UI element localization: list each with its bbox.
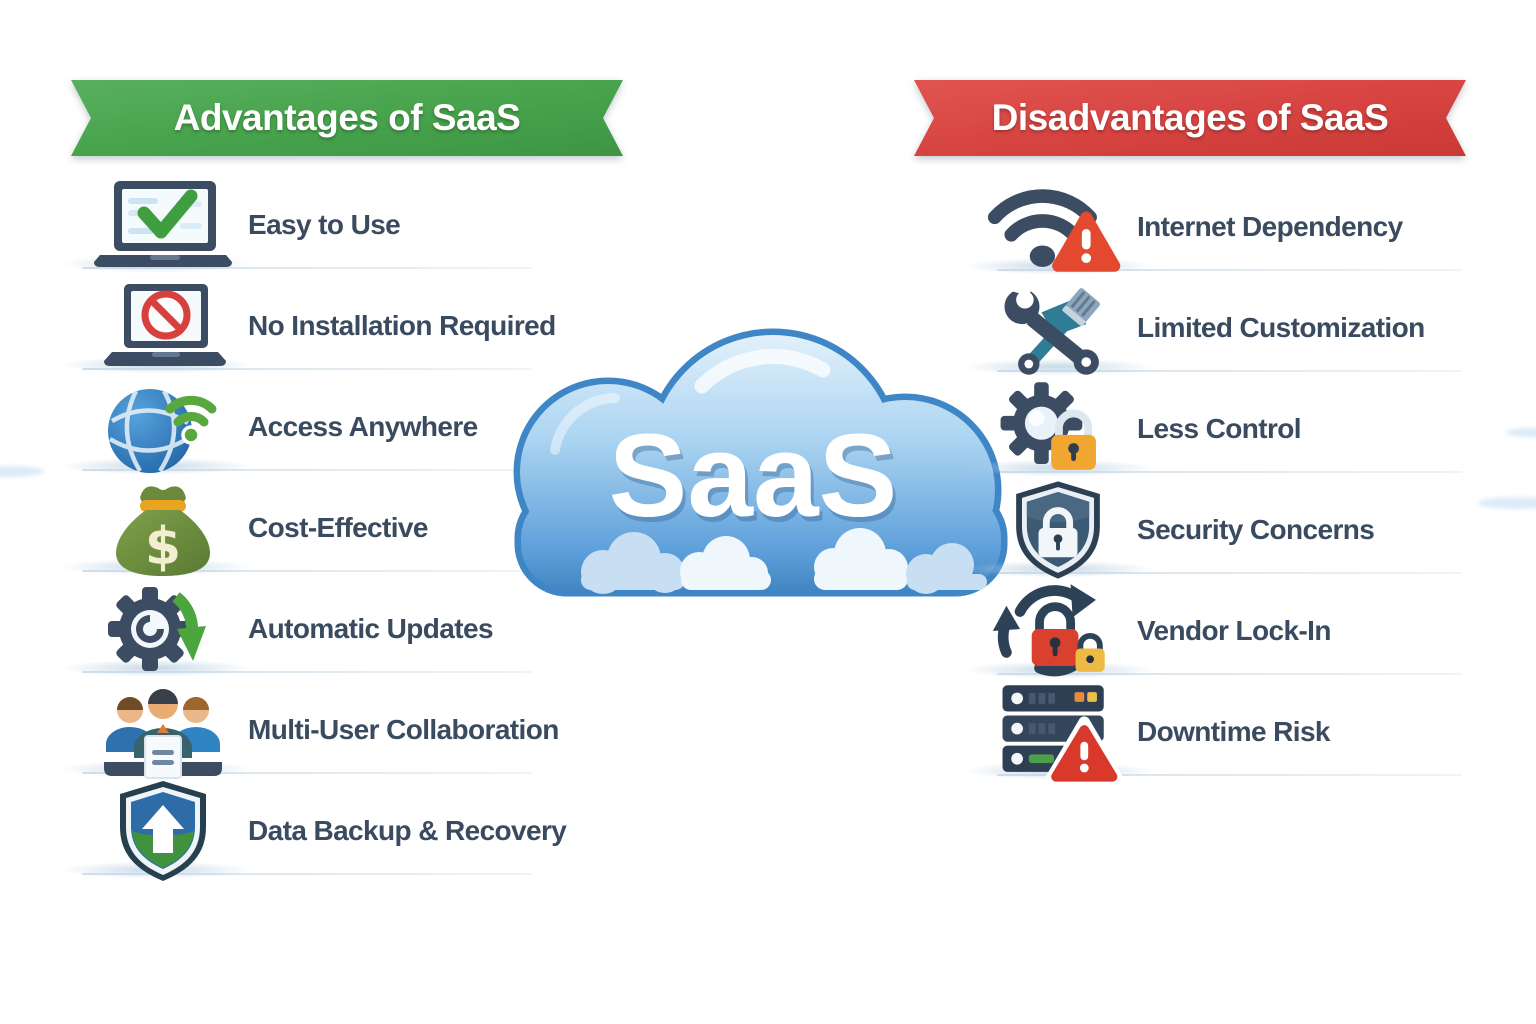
- advantages-banner: Advantages of SaaS: [71, 80, 623, 156]
- disadvantages-banner: Disadvantages of SaaS: [914, 80, 1466, 156]
- disadvantages-title: Disadvantages of SaaS: [991, 97, 1389, 138]
- sync-lock-icon: [958, 580, 1158, 681]
- icon-shadow: [958, 358, 1158, 376]
- server-warning-icon: [958, 681, 1158, 784]
- laptop-check-icon: [56, 174, 256, 275]
- list-item: $ Cost-Effective: [56, 477, 532, 578]
- list-item: Easy to Use: [56, 174, 532, 275]
- list-item: Data Backup & Recovery: [56, 780, 567, 881]
- item-label: Easy to Use: [248, 208, 401, 240]
- list-item: Security Concerns: [958, 479, 1462, 580]
- item-label: Vendor Lock-In: [1137, 614, 1331, 646]
- gear-lock-icon: [958, 378, 1158, 479]
- item-label: Downtime Risk: [1137, 715, 1331, 747]
- divider: [82, 873, 532, 875]
- saas-cloud: SaaS SaaS: [503, 322, 1015, 604]
- item-label: Security Concerns: [1137, 513, 1375, 545]
- wifi-warning-icon: [958, 176, 1158, 277]
- divider: [997, 269, 1462, 271]
- advantages-title: Advantages of SaaS: [173, 97, 521, 138]
- advantages-ribbon: Advantages of SaaS: [71, 80, 623, 156]
- item-label: No Installation Required: [248, 309, 556, 341]
- background-wisp: [0, 466, 44, 477]
- cloud-label-shadow: SaaS: [612, 415, 901, 547]
- divider: [82, 267, 532, 269]
- disadvantages-list: Internet Dependency Limited Customizatio…: [958, 176, 1462, 784]
- item-label: Cost-Effective: [248, 511, 428, 543]
- small-cloud: [906, 543, 987, 594]
- divider: [82, 368, 532, 370]
- item-label: Less Control: [1137, 412, 1302, 444]
- item-label: Data Backup & Recovery: [248, 814, 567, 846]
- background-wisp: [1506, 428, 1536, 437]
- cloud-label: SaaS: [609, 410, 898, 542]
- divider: [82, 772, 532, 774]
- globe-wifi-icon: [56, 376, 256, 477]
- item-label: Access Anywhere: [248, 410, 478, 442]
- list-item: No Installation Required: [56, 275, 556, 376]
- cloud-graphic: SaaS SaaS: [513, 328, 1008, 597]
- item-label: Internet Dependency: [1137, 210, 1403, 242]
- money-bag-icon: $: [56, 477, 256, 578]
- divider: [997, 572, 1462, 574]
- advantages-list: Easy to Use No Installation Required Acc…: [56, 174, 567, 881]
- divider: [82, 469, 532, 471]
- item-label: Automatic Updates: [248, 612, 494, 644]
- users-collaboration-icon: [56, 679, 256, 780]
- gear-refresh-icon: [56, 578, 256, 679]
- list-item: Access Anywhere: [56, 376, 532, 477]
- list-item: Limited Customization: [958, 277, 1462, 378]
- list-item: Vendor Lock-In: [958, 580, 1462, 681]
- divider: [997, 774, 1462, 776]
- small-cloud: [814, 528, 908, 590]
- disadvantages-ribbon: Disadvantages of SaaS: [914, 80, 1466, 156]
- divider: [997, 370, 1462, 372]
- item-label: Limited Customization: [1137, 311, 1425, 343]
- wrench-brush-icon: [958, 277, 1158, 378]
- shield-up-arrow-icon: [56, 780, 256, 881]
- background-wisp: [1478, 497, 1536, 509]
- shield-lock-icon: [958, 479, 1158, 580]
- svg-text:$: $: [145, 517, 181, 576]
- divider: [82, 570, 532, 572]
- list-item: Automatic Updates: [56, 578, 532, 679]
- list-item: Internet Dependency: [958, 176, 1462, 277]
- divider: [82, 671, 532, 673]
- divider: [997, 673, 1462, 675]
- cloud-highlight: [550, 393, 620, 455]
- laptop-blocked-icon: [56, 275, 256, 376]
- list-item: Multi-User Collaboration: [56, 679, 559, 780]
- list-item: Downtime Risk: [958, 681, 1462, 784]
- item-label: Multi-User Collaboration: [248, 713, 559, 745]
- cloud-highlight: [694, 349, 831, 394]
- small-cloud: [581, 532, 685, 594]
- divider: [997, 471, 1462, 473]
- list-item: Less Control: [958, 378, 1462, 479]
- small-cloud: [680, 536, 771, 590]
